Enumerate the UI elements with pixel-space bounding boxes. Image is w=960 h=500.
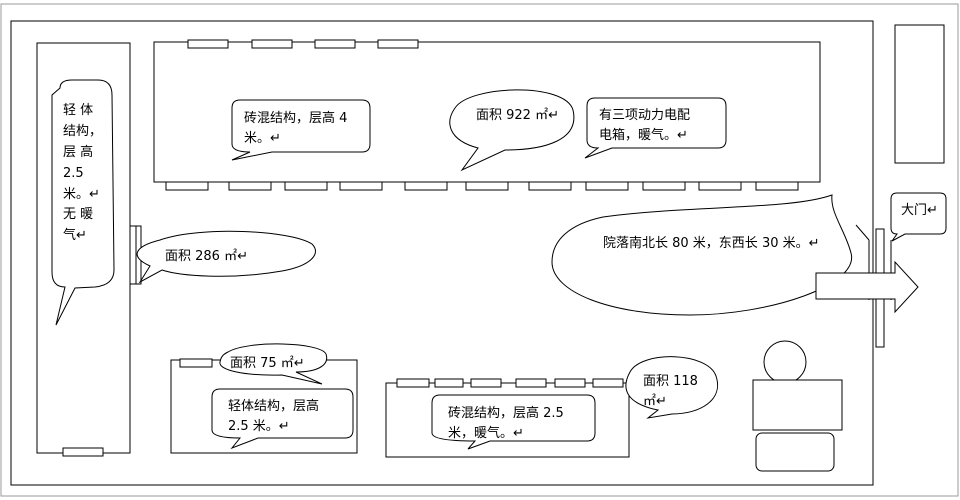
north-power-callout <box>584 97 727 159</box>
north-power-line: 有三项动力电配 <box>599 108 690 123</box>
sw-structure-line: 2.5 米。↵ <box>228 419 290 434</box>
north-structure-line: 砖混结构，层高 4 <box>244 110 347 126</box>
west-line: 2.5 <box>63 166 84 181</box>
door <box>129 225 137 285</box>
sw-structure-line: 轻体结构，层高 <box>228 398 319 414</box>
guard-booth <box>752 379 843 431</box>
window <box>339 181 383 191</box>
window <box>698 181 742 191</box>
window <box>314 39 356 49</box>
east-building <box>894 24 945 164</box>
window <box>396 378 430 388</box>
sw-area-callout <box>219 343 328 385</box>
window <box>377 39 419 49</box>
window <box>642 181 686 191</box>
window <box>465 181 509 191</box>
south-structure-line: 砖混结构，层高 2.5 <box>448 405 564 421</box>
west-line: 气↵ <box>63 227 87 243</box>
window <box>470 378 502 388</box>
window <box>187 39 229 49</box>
courtyard-callout <box>551 194 853 316</box>
guard-head <box>763 340 807 384</box>
west-line: 层 高 <box>63 144 93 160</box>
window <box>592 378 624 388</box>
sw-area-text: 面积 75 ㎡↵ <box>230 356 305 371</box>
north-structure-line: 米。↵ <box>244 131 281 146</box>
west-line: 结构， <box>63 124 102 139</box>
south-structure-callout <box>431 394 596 450</box>
gate-callout <box>890 192 947 242</box>
north-area-callout <box>449 89 575 172</box>
gate-leaf <box>855 224 870 241</box>
window <box>434 378 464 388</box>
courtyard-boundary <box>10 20 874 486</box>
window <box>528 181 572 191</box>
south-windows <box>396 378 624 388</box>
window <box>404 181 448 191</box>
south-area-line: 面积 118 <box>643 374 698 389</box>
north-area-text: 面积 922 ㎡↵ <box>476 108 559 123</box>
west-line: 轻 体 <box>63 103 93 118</box>
west-structure-callout <box>51 79 115 326</box>
west-area-callout <box>136 230 316 284</box>
window <box>554 378 586 388</box>
sw-structure-callout <box>211 388 354 450</box>
courtyard-size-text: 院落南北长 80 米，东西长 30 米。↵ <box>603 235 820 251</box>
south-area-callout <box>625 356 718 419</box>
window <box>179 358 213 368</box>
window <box>62 447 104 457</box>
west-line: 米。↵ <box>63 187 100 202</box>
window <box>165 181 209 191</box>
west-area-text: 面积 286 ㎡↵ <box>165 249 248 264</box>
gate-label: 大门↵ <box>901 203 938 218</box>
west-line: 无 暖 <box>63 207 93 222</box>
guard-table <box>755 432 835 472</box>
window <box>228 181 272 191</box>
north-structure-callout <box>231 99 371 161</box>
north-power-line: 电箱，暖气。↵ <box>599 127 688 143</box>
south-area-line: ㎡↵ <box>643 394 667 409</box>
window <box>755 181 799 191</box>
window <box>284 181 328 191</box>
north-windows-bottom <box>165 181 799 191</box>
window <box>251 39 293 49</box>
page-frame <box>0 3 959 497</box>
entrance-arrow <box>815 260 919 314</box>
west-structure-text: 轻 体 结构， 层 高 2.5 米。↵ 无 暖 气↵ <box>63 103 102 243</box>
north-windows-top <box>187 39 419 49</box>
window <box>515 378 547 388</box>
south-structure-line: 米，暖气。↵ <box>448 425 524 441</box>
window <box>585 181 629 191</box>
